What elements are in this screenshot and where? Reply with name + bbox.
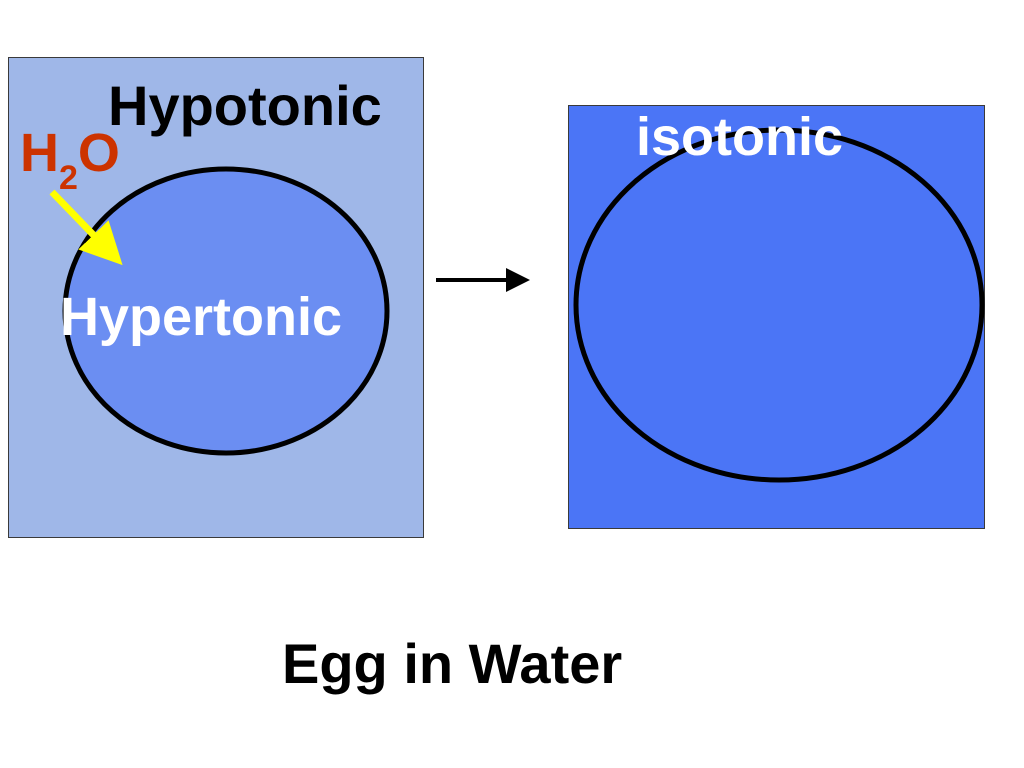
water-formula-subscript: 2 [59,159,78,197]
water-formula-label: H2O [20,123,120,195]
egg-cell-hypertonic [62,166,390,456]
diagram-caption: Egg in Water [282,632,623,695]
water-influx-arrow [49,189,123,266]
water-formula-o: O [77,123,120,183]
water-formula-h: H [20,123,59,183]
hypertonic-label: Hypertonic [60,287,343,347]
isotonic-label: isotonic [636,107,844,167]
egg-cell-isotonic [573,127,985,483]
hypotonic-label: Hypotonic [108,74,382,137]
